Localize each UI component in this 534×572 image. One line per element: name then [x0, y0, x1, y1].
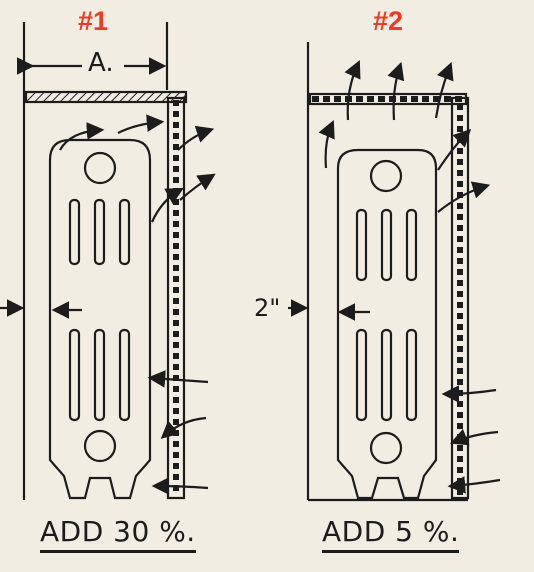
airflow-arrow-2g	[441, 385, 497, 403]
grille-top-2	[308, 92, 468, 106]
airflow-arrow-1f	[147, 370, 209, 388]
radiator-fin-2e	[380, 328, 393, 422]
airflow-arrow-1e	[150, 187, 184, 223]
enclosure-front-2	[450, 96, 470, 500]
radiator-fin-2d	[355, 328, 368, 422]
figure-2-number: #2	[373, 6, 404, 36]
radiator-fin-1e	[93, 328, 106, 422]
radiator-fin-1a	[68, 198, 81, 266]
shelf-top-1	[24, 90, 188, 104]
airflow-arrow-2d	[318, 119, 335, 169]
radiator-fin-2b	[380, 208, 393, 282]
figure-2-caption: ADD 5 %.	[322, 515, 460, 553]
radiator-fin-1f	[118, 328, 131, 422]
figure-1-number: #1	[78, 6, 109, 36]
radiator-fin-1d	[68, 328, 81, 422]
figure-1-caption: ADD 30 %.	[40, 515, 196, 553]
radiator-body-1	[48, 138, 152, 500]
radiator-fin-2c	[405, 208, 418, 282]
radiator-port-top-1	[83, 151, 117, 185]
airflow-arrow-2f	[437, 181, 491, 213]
figure-1-drawing	[0, 22, 216, 500]
airflow-arrow-1b	[117, 114, 165, 134]
radiator-fin-2f	[405, 328, 418, 422]
enclosure-front-1	[166, 96, 186, 500]
radiator-fin-1c	[118, 198, 131, 266]
airflow-arrow-2h	[449, 428, 499, 446]
figure-2-dimension-label: 2"	[254, 294, 281, 322]
airflow-arrow-1c	[177, 125, 215, 151]
figure-1-dimension-label: A.	[88, 48, 114, 78]
radiator-port-bottom-2	[369, 431, 403, 465]
radiator-port-bottom-1	[83, 429, 117, 463]
airflow-arrow-1h	[151, 477, 209, 495]
radiator-fin-2a	[355, 208, 368, 282]
airflow-arrow-2b	[387, 61, 405, 121]
airflow-arrow-2a	[344, 60, 361, 121]
airflow-arrow-1a	[59, 122, 105, 151]
airflow-arrow-2e	[437, 128, 472, 171]
radiator-port-top-2	[369, 159, 403, 193]
radiator-fin-1b	[93, 198, 106, 266]
radiator-body-2	[336, 148, 438, 500]
airflow-arrow-2c	[434, 61, 454, 119]
figure-2-drawing	[288, 42, 501, 502]
airflow-arrow-1g	[160, 416, 207, 439]
airflow-arrow-2i	[447, 476, 501, 494]
